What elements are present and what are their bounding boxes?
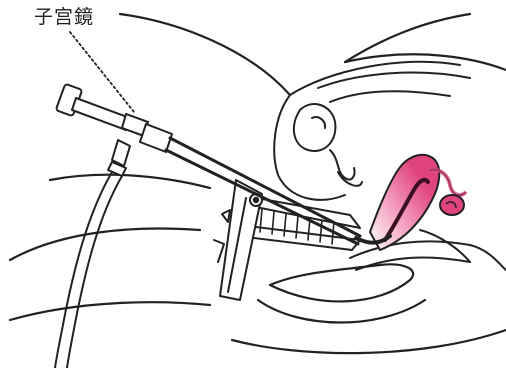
hysteroscope — [55, 84, 390, 368]
uterus — [370, 155, 466, 250]
